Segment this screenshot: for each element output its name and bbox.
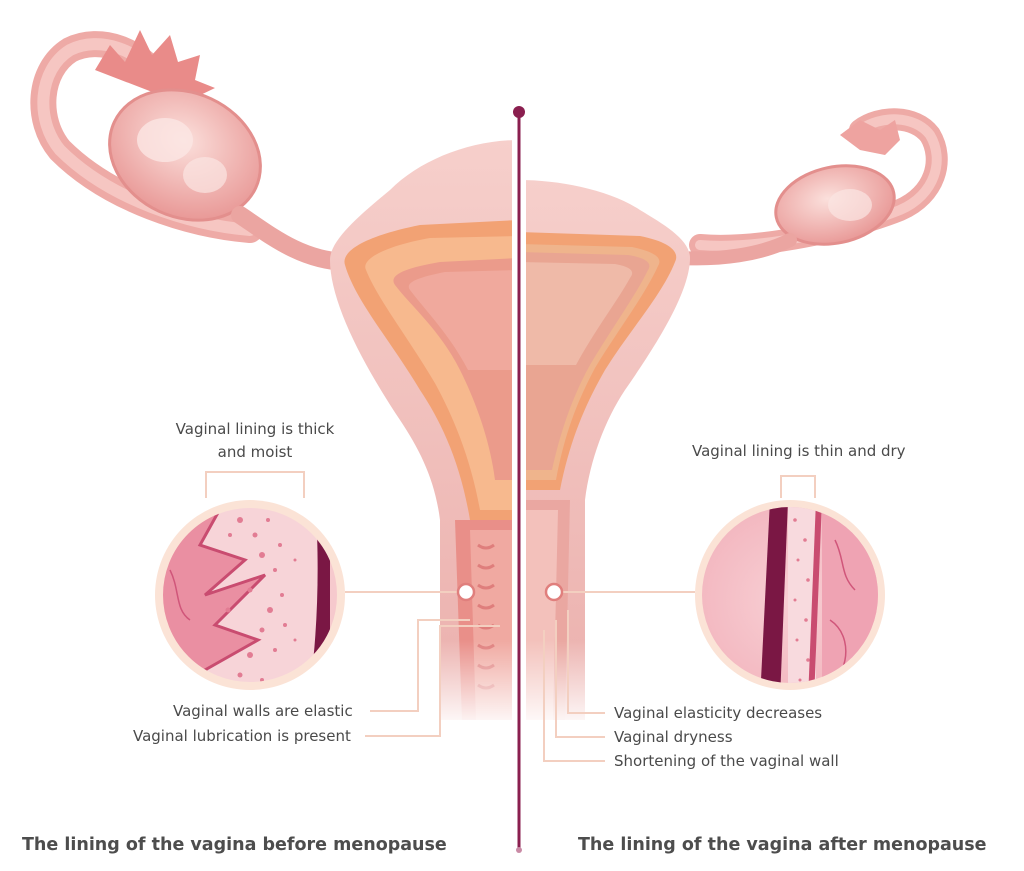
left-label-lubrication: Vaginal lubrication is present — [133, 727, 351, 745]
center-divider — [512, 100, 526, 860]
right-label-elasticity: Vaginal elasticity decreases — [614, 704, 823, 722]
right-label-dryness: Vaginal dryness — [614, 728, 733, 746]
left-top-label-line-2: and moist — [217, 443, 293, 461]
uterus-after-illustration — [515, 108, 948, 730]
left-caption: The lining of the vagina before menopaus… — [22, 835, 447, 855]
leader-lines — [205, 471, 816, 762]
uterus-before-illustration — [30, 30, 525, 730]
magnified-lining-before — [155, 500, 345, 690]
magnified-lining-after — [695, 500, 885, 690]
left-focus-marker — [456, 582, 476, 602]
right-label-shortening: Shortening of the vaginal wall — [614, 752, 839, 770]
left-label-elastic: Vaginal walls are elastic — [173, 702, 353, 720]
right-top-label: Vaginal lining is thin and dry — [692, 442, 906, 460]
right-focus-marker — [544, 582, 564, 602]
right-caption: The lining of the vagina after menopause — [578, 835, 987, 855]
left-top-label: Vaginal lining is thick and moist — [150, 419, 360, 462]
left-top-label-line-1: Vaginal lining is thick — [175, 420, 335, 438]
